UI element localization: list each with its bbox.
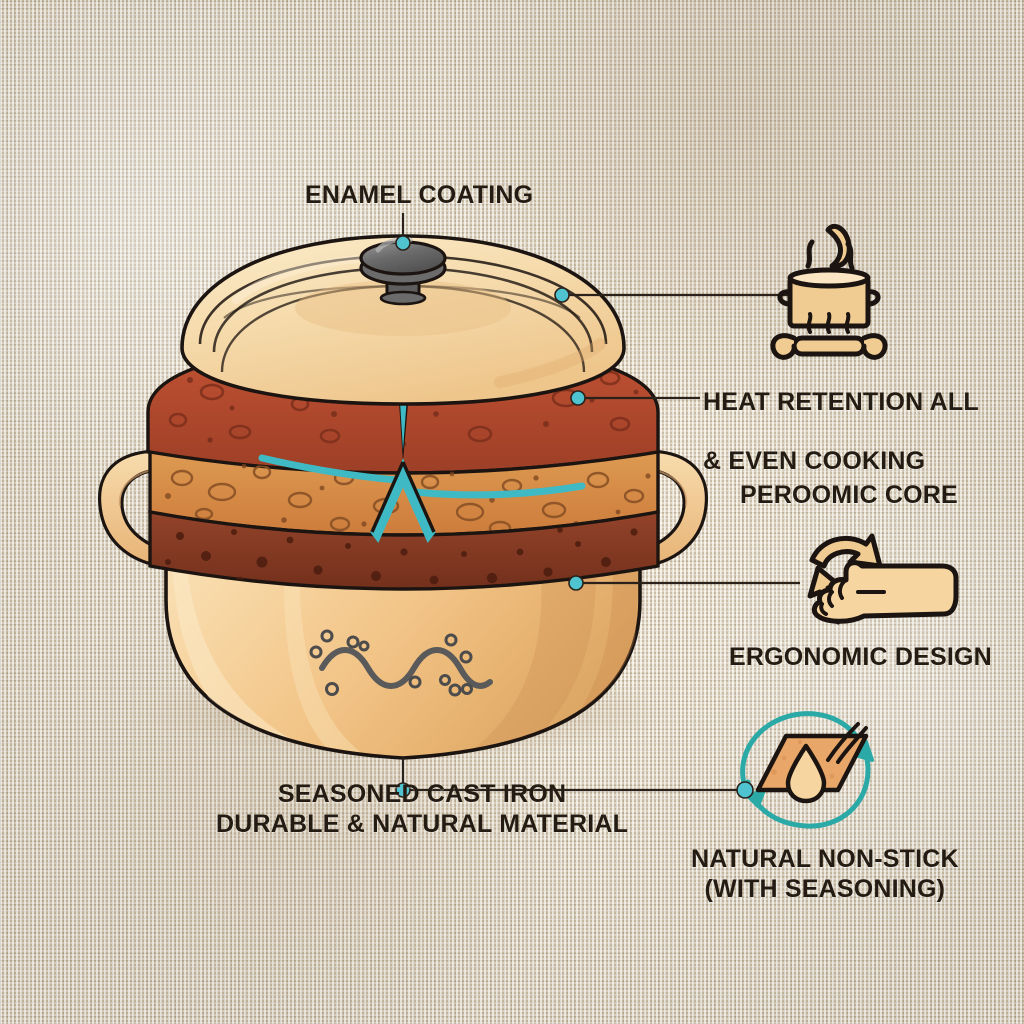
callout-label-seasoned-line1: SEASONED CAST IRON: [277, 780, 567, 808]
oil-droplet-pan-icon: [736, 711, 874, 829]
heat-wave-bubbles: [309, 629, 473, 697]
callout-label-nonstick-line1: NATURAL NON-STICK: [691, 845, 959, 873]
callout-label-ergonomic: ERGONOMIC DESIGN: [729, 643, 992, 671]
dot-core: [554, 287, 570, 303]
core-layer-mid-orange: [148, 449, 660, 537]
heat-wave-motif: [319, 647, 493, 689]
callout-label-core: PEROOMIC CORE: [740, 481, 958, 509]
core-layer-inner-brown: [148, 509, 660, 591]
hand-grip-rotate-icon: [807, 533, 959, 625]
callout-label-seasoned-line2: DURABLE & NATURAL MATERIAL: [216, 809, 629, 838]
callout-label-nonstick-line2: (WITH SEASONING): [704, 874, 946, 903]
dot-ergonomic: [568, 575, 584, 591]
pot-body: [164, 546, 642, 760]
dot-nonstick: [736, 781, 754, 799]
callout-label-heat: HEAT RETENTION ALL & EVEN COOKING: [703, 388, 979, 477]
dot-seasoned: [395, 782, 411, 798]
callout-label-nonstick: NATURAL NON-STICK(WITH SEASONING): [691, 845, 959, 904]
callout-dots: [395, 235, 586, 798]
callout-label-heat-line2: & EVEN COOKING: [703, 447, 926, 475]
callout-label-enamel: ENAMEL COATING: [305, 181, 534, 209]
pot-on-burner-icon: [770, 223, 888, 360]
dot-enamel: [395, 235, 411, 251]
dot-heat: [570, 390, 586, 406]
core-accent-lines: [258, 454, 586, 499]
callout-label-heat-line1: HEAT RETENTION ALL: [703, 388, 979, 416]
